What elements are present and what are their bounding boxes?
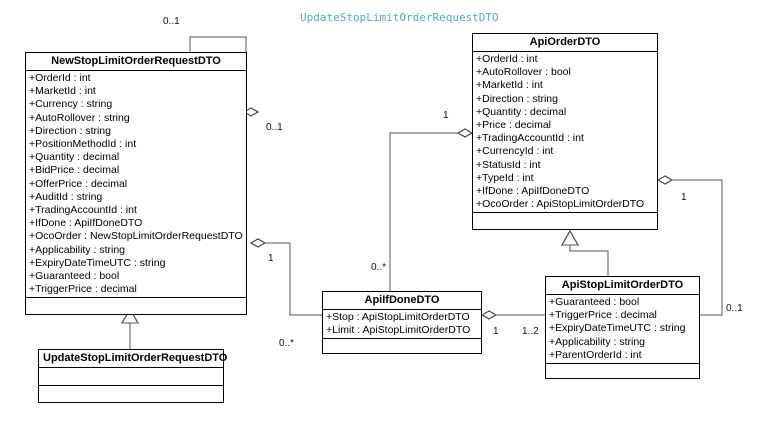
edge-order-to-ifdone — [389, 128, 474, 291]
class-title: UpdateStopLimitOrderRequestDTO — [39, 350, 227, 368]
attribute: +MarketId : int — [476, 79, 543, 92]
attribute: +TriggerPrice : decimal — [29, 283, 137, 296]
multiplicity-new-ifdone: 1 — [268, 253, 274, 264]
attribute: +Direction : string — [476, 92, 558, 105]
class-title: NewStopLimitOrderRequestDTO — [26, 53, 246, 71]
class-box-api-stop-limit-order-dto[interactable]: ApiStopLimitOrderDTO +Guaranteed : bool … — [545, 276, 700, 380]
edge-generalization-stoplimit — [560, 229, 609, 276]
attribute: +TypeId : int — [476, 171, 534, 184]
attribute: +StatusId : int — [476, 158, 541, 171]
multiplicity-order-oco: 1 — [681, 192, 687, 203]
attribute: +OfferPrice : decimal — [29, 177, 128, 190]
attribute: +OrderId : int — [476, 53, 538, 65]
class-attributes: +OrderId : int +MarketId : int +Currency… — [26, 71, 246, 299]
attribute: +CurrencyId : int — [476, 145, 554, 158]
class-box-api-if-done-dto[interactable]: ApiIfDoneDTO +Stop : ApiStopLimitOrderDT… — [322, 291, 482, 355]
attribute: +Applicability : string — [29, 243, 126, 256]
multiplicity-oco-stoplimit: 0..1 — [726, 303, 743, 314]
attribute: +Limit : ApiStopLimitOrderDTO — [326, 324, 471, 337]
attribute: +AutoRollover : bool — [476, 66, 571, 79]
edge-ifdone-to-stoplimit — [480, 310, 545, 320]
multiplicity-ifdone-right: 1 — [493, 326, 499, 337]
class-operations — [26, 298, 246, 314]
diagram-title: UpdateStopLimitOrderRequestDTO — [300, 11, 499, 24]
multiplicity-ifdone-to-order: 0..* — [371, 262, 387, 273]
attribute: +ExpiryDateTimeUTC : string — [29, 256, 166, 269]
class-attributes: +OrderId : int +AutoRollover : bool +Mar… — [473, 52, 657, 214]
attribute: +IfDone : ApiIfDoneDTO — [476, 185, 590, 198]
attribute: +AutoRollover : string — [29, 111, 130, 124]
multiplicity-stoplimit-left: 1..2 — [522, 326, 539, 337]
edge-new-to-ifdone — [249, 238, 322, 316]
attribute: +PositionMethodId : int — [29, 138, 137, 151]
attribute: +IfDone : ApiIfDoneDTO — [29, 217, 143, 230]
attribute: +Price : decimal — [476, 119, 551, 132]
class-title: ApiIfDoneDTO — [323, 292, 481, 310]
edge-order-to-stoplimit — [656, 175, 723, 316]
attribute: +Direction : string — [29, 124, 111, 137]
attribute: +Guaranteed : bool — [29, 270, 120, 283]
attribute: +TradingAccountId : int — [29, 204, 137, 217]
attribute: +TriggerPrice : decimal — [549, 309, 657, 322]
attribute: +Quantity : decimal — [476, 105, 567, 118]
class-box-api-order-dto[interactable]: ApiOrderDTO +OrderId : int +AutoRollover… — [472, 33, 658, 231]
multiplicity-ifdone-from-new: 0..* — [279, 338, 295, 349]
class-operations — [473, 213, 657, 229]
class-title: ApiStopLimitOrderDTO — [546, 277, 699, 295]
attribute: +OcoOrder : ApiStopLimitOrderDTO — [476, 198, 645, 211]
attribute: +Applicability : string — [549, 335, 646, 348]
class-attributes — [39, 368, 223, 386]
multiplicity-order-ifdone: 1 — [443, 110, 449, 121]
class-operations — [323, 339, 481, 353]
edge-generalization-update — [120, 307, 140, 349]
attribute: +OcoOrder : NewStopLimitOrderRequestDTO — [29, 230, 243, 243]
attribute: +AuditId : string — [29, 190, 103, 203]
class-attributes: +Guaranteed : bool +TriggerPrice : decim… — [546, 295, 699, 365]
multiplicity-self-diamond: 0..1 — [266, 122, 283, 133]
attribute: +ParentOrderId : int — [549, 348, 642, 361]
attribute: +Currency : string — [29, 98, 113, 111]
class-box-update-stop-limit-order-request-dto[interactable]: UpdateStopLimitOrderRequestDTO — [38, 349, 227, 403]
class-operations — [39, 386, 223, 402]
attribute: +ExpiryDateTimeUTC : string — [549, 322, 686, 335]
attribute: +Stop : ApiStopLimitOrderDTO — [326, 311, 470, 323]
attribute: +Guaranteed : bool — [549, 296, 640, 308]
class-operations — [546, 364, 699, 378]
attribute: +OrderId : int — [29, 72, 91, 84]
attribute: +MarketId : int — [29, 85, 96, 98]
class-title: ApiOrderDTO — [473, 34, 657, 52]
attribute: +TradingAccountId : int — [476, 132, 584, 145]
class-attributes: +Stop : ApiStopLimitOrderDTO +Limit : Ap… — [323, 310, 481, 340]
class-box-new-stop-limit-order-request-dto[interactable]: NewStopLimitOrderRequestDTO +OrderId : i… — [25, 52, 247, 316]
attribute: +Quantity : decimal — [29, 151, 120, 164]
multiplicity-self-top: 0..1 — [163, 16, 180, 27]
attribute: +BidPrice : decimal — [29, 164, 120, 177]
